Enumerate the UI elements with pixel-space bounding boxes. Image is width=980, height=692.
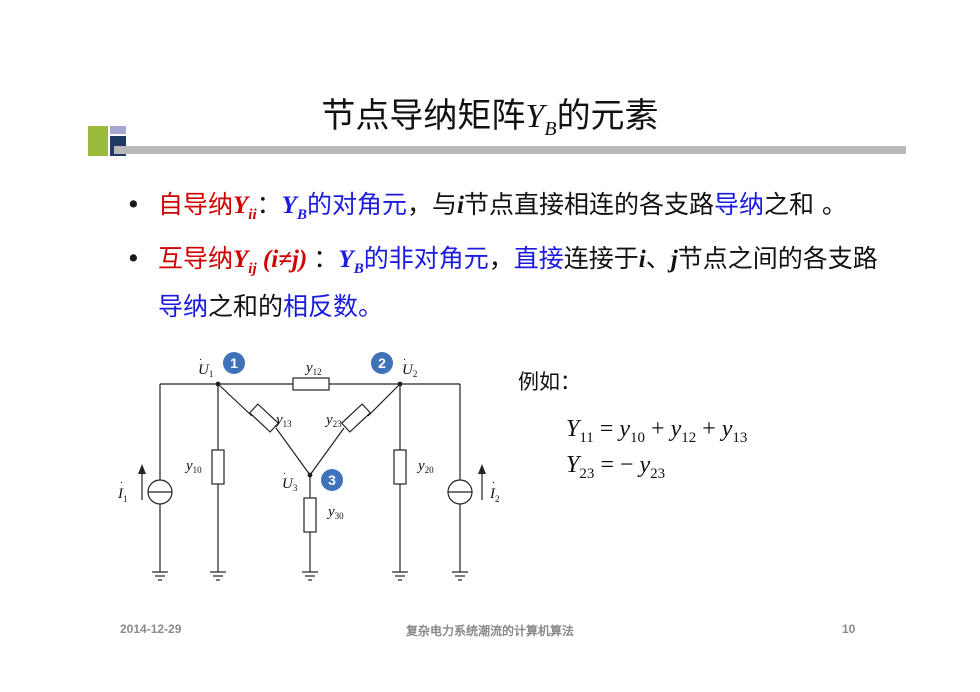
bullet-fragment: 相反数。 (283, 292, 384, 321)
current-i1-dot: · (120, 478, 123, 489)
bullet-list: • 自导纳Yii：YB的对角元，与i节点直接相连的各支路导纳之和 。 • 互导纳… (120, 186, 880, 331)
equation-term: y (619, 416, 631, 442)
current-i2-dot: · (492, 478, 495, 489)
node-1-label: 1 (230, 355, 238, 371)
ground-symbols (152, 571, 468, 581)
bullet-fragment: 之和的 (208, 292, 284, 321)
admittance-y10-label: y10 (184, 458, 202, 475)
bullet-fragment: Y (233, 246, 249, 273)
example-label: 例如： (518, 370, 581, 394)
bullet-fragment: ij (248, 261, 257, 277)
slide-title: 节点导纳矩阵YB的元素 (0, 88, 980, 141)
bullet-fragment: (i≠j) (256, 246, 314, 273)
equation-term-sub: 23 (650, 465, 666, 482)
voltage-u1-dot: · (199, 355, 202, 366)
admittance-y13-label: y13 (274, 412, 292, 429)
node-badge-3: 3 (321, 469, 343, 491)
bullet-dot: • (126, 244, 141, 273)
node-badge-2: 2 (371, 352, 393, 374)
bullet-fragment: ii (248, 207, 257, 223)
circuit-diagram: 1 2 3 U1 · U2 · U3 · I1 · I2 · y12 y13 y… (117, 352, 500, 581)
voltage-u1-label: U1 (198, 362, 213, 379)
bullet-fragment: 的对角元 (306, 190, 407, 219)
bullet-fragment: i (638, 246, 646, 273)
footer-course-title: 复杂电力系统潮流的计算机算法 (405, 624, 574, 638)
equals-sign: = (594, 452, 620, 478)
bullet-fragment: 节点之间的各支路 (677, 244, 878, 273)
bullet-fragment: 的非对角元 (363, 244, 489, 273)
title-rule (114, 146, 906, 154)
bullet-fragment: Y (233, 192, 249, 219)
bullet-mutual-admittance: • 互导纳Yij (i≠j) ：YB的非对角元，直接连接于i、j节点之间的各支路… (120, 240, 880, 325)
bullet-fragment: 自导纳 (158, 190, 234, 219)
bullet-self-admittance: • 自导纳Yii：YB的对角元，与i节点直接相连的各支路导纳之和 。 (120, 186, 880, 234)
equals-sign: = (593, 416, 620, 442)
current-i2-label: I2 (489, 486, 500, 504)
title-symbol: Y (525, 98, 545, 135)
equation-lhs: Y (566, 452, 580, 478)
equation-term-sub: 12 (681, 429, 697, 446)
bullet-fragment: 、 (645, 244, 671, 273)
bullet-fragment: ，与 (406, 190, 457, 219)
equation-term-sub: 10 (630, 429, 646, 446)
equation-term: y (639, 452, 651, 478)
admittance-y30-label: y30 (326, 504, 344, 521)
equation-term: y (721, 416, 733, 442)
voltage-u3-dot: · (283, 469, 286, 480)
equation-lhs-sub: 11 (579, 429, 594, 446)
current-i1-label: I1 (117, 486, 128, 504)
bullet-dot: • (126, 190, 141, 219)
admittance-y20-label: y20 (416, 458, 434, 475)
bullet-fragment: j (670, 246, 678, 273)
equation-operator: − (619, 452, 640, 478)
equation-term-sub: 13 (732, 429, 748, 446)
node-badge-1: 1 (223, 352, 245, 374)
bullet-fragment: 导纳 (158, 292, 209, 321)
bullet-fragment: 之和 。 (763, 190, 847, 219)
deco-lilac-block (110, 126, 126, 134)
admittance-y12-label: y12 (304, 360, 322, 377)
bullet-fragment: ： (256, 190, 282, 219)
bullet-fragment: B (296, 207, 307, 223)
equation-operator: + (696, 416, 722, 442)
equation-y11: Y11 = y10 + y12 + y13 (566, 416, 747, 447)
footer-page-number: 10 (842, 622, 856, 636)
bullet-fragment: Y (281, 192, 297, 219)
node-2-label: 2 (378, 355, 386, 371)
bullet-fragment: i (456, 192, 464, 219)
bullet-fragment: B (353, 261, 364, 277)
title-suffix: 的元素 (556, 96, 659, 136)
bullet-fragment: Y (338, 246, 354, 273)
bullet-fragment: 连接于 (563, 244, 639, 273)
voltage-u2-label: U2 (402, 362, 417, 379)
deco-green-block (88, 126, 108, 156)
bullet-text: 互导纳Yij (i≠j) ：YB的非对角元，直接连接于i、j节点之间的各支路导纳… (158, 244, 878, 321)
equation-operator: + (645, 416, 671, 442)
bullet-fragment: ： (313, 244, 339, 273)
equation-term: y (670, 416, 682, 442)
title-symbol-sub: B (544, 117, 557, 140)
node-3-label: 3 (328, 472, 336, 488)
footer-date: 2014-12-29 (120, 622, 182, 636)
bullet-fragment: 导纳 (713, 190, 764, 219)
bullet-fragment: 节点直接相连的各支路 (463, 190, 714, 219)
equation-y23: Y23 = − y23 (566, 452, 665, 483)
title-prefix: 节点导纳矩阵 (321, 96, 526, 136)
equation-lhs-sub: 23 (579, 465, 595, 482)
bullet-text: 自导纳Yii：YB的对角元，与i节点直接相连的各支路导纳之和 。 (158, 190, 847, 223)
equation-lhs: Y (566, 416, 580, 442)
voltage-u3-label: U3 (282, 476, 298, 493)
voltage-u2-dot: · (403, 355, 406, 366)
bullet-fragment: ， (488, 244, 514, 273)
bullet-fragment: 直接 (513, 244, 564, 273)
admittance-y23-label: y23 (324, 412, 342, 429)
bullet-fragment: 互导纳 (158, 244, 234, 273)
